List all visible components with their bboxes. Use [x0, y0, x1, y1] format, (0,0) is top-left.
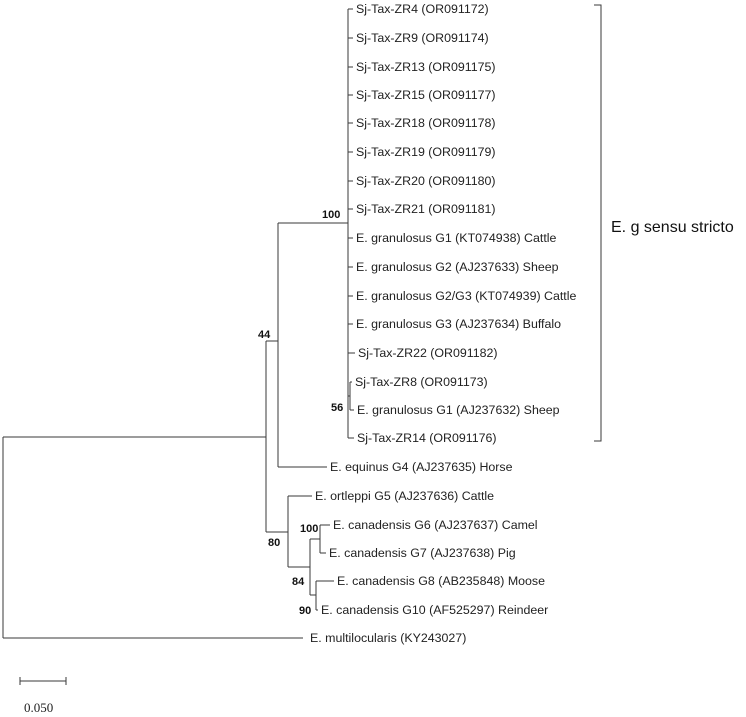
support-value-canadensis-all: 84 [292, 576, 305, 588]
taxon-label-zr20: Sj-Tax-ZR20 (OR091180) [356, 174, 496, 188]
taxon-label-multilocularis: E. multilocularis (KY243027) [310, 631, 466, 645]
taxon-label-zr22: Sj-Tax-ZR22 (OR091182) [358, 346, 498, 360]
clade-label: E. g sensu stricto [611, 219, 734, 236]
scale-bar-label: 0.050 [24, 700, 53, 715]
taxon-label-ortleppi: E. ortleppi G5 (AJ237636) Cattle [315, 489, 494, 503]
taxon-label-g6-camel: E. canadensis G6 (AJ237637) Camel [333, 518, 538, 532]
support-value-granulosus-equinus: 44 [258, 329, 271, 341]
support-value-g8-g10: 90 [299, 605, 311, 617]
taxon-label-zr15: Sj-Tax-ZR15 (OR091177) [356, 88, 496, 102]
taxon-label-g10-reindeer: E. canadensis G10 (AF525297) Reindeer [321, 603, 548, 617]
taxon-label-zr21: Sj-Tax-ZR21 (OR091181) [356, 202, 496, 216]
taxon-label-g7-pig: E. canadensis G7 (AJ237638) Pig [329, 546, 516, 560]
taxon-label-g1-sheep: E. granulosus G1 (AJ237632) Sheep [357, 403, 560, 417]
support-value-canadensis-ortleppi: 80 [268, 537, 280, 549]
taxon-label-zr9: Sj-Tax-ZR9 (OR091174) [356, 31, 489, 45]
taxon-label-zr8: Sj-Tax-ZR8 (OR091173) [355, 375, 488, 389]
taxon-label-g2-sheep: E. granulosus G2 (AJ237633) Sheep [356, 260, 559, 274]
taxon-label-zr19: Sj-Tax-ZR19 (OR091179) [356, 145, 496, 159]
clade-bracket [594, 4, 602, 442]
taxon-label-g8-moose: E. canadensis G8 (AB235848) Moose [337, 574, 545, 588]
taxon-label-g3-buffalo: E. granulosus G3 (AJ237634) Buffalo [356, 317, 561, 331]
taxon-label-g1-cattle: E. granulosus G1 (KT074938) Cattle [356, 231, 557, 245]
support-value-granulosus-clade: 100 [322, 209, 340, 221]
taxon-label-g2g3-cattle: E. granulosus G2/G3 (KT074939) Cattle [356, 289, 577, 303]
taxon-label-zr4: Sj-Tax-ZR4 (OR091172) [356, 2, 489, 16]
taxon-label-zr13: Sj-Tax-ZR13 (OR091175) [356, 60, 496, 74]
support-value-g6-g7: 100 [300, 523, 318, 535]
scale-bar: 0.050 [19, 677, 67, 715]
taxon-label-equinus: E. equinus G4 (AJ237635) Horse [330, 460, 513, 474]
taxon-label-zr14: Sj-Tax-ZR14 (OR091176) [357, 431, 497, 445]
support-value-zr8-sheep: 56 [331, 402, 343, 414]
taxon-label-zr18: Sj-Tax-ZR18 (OR091178) [356, 116, 496, 130]
